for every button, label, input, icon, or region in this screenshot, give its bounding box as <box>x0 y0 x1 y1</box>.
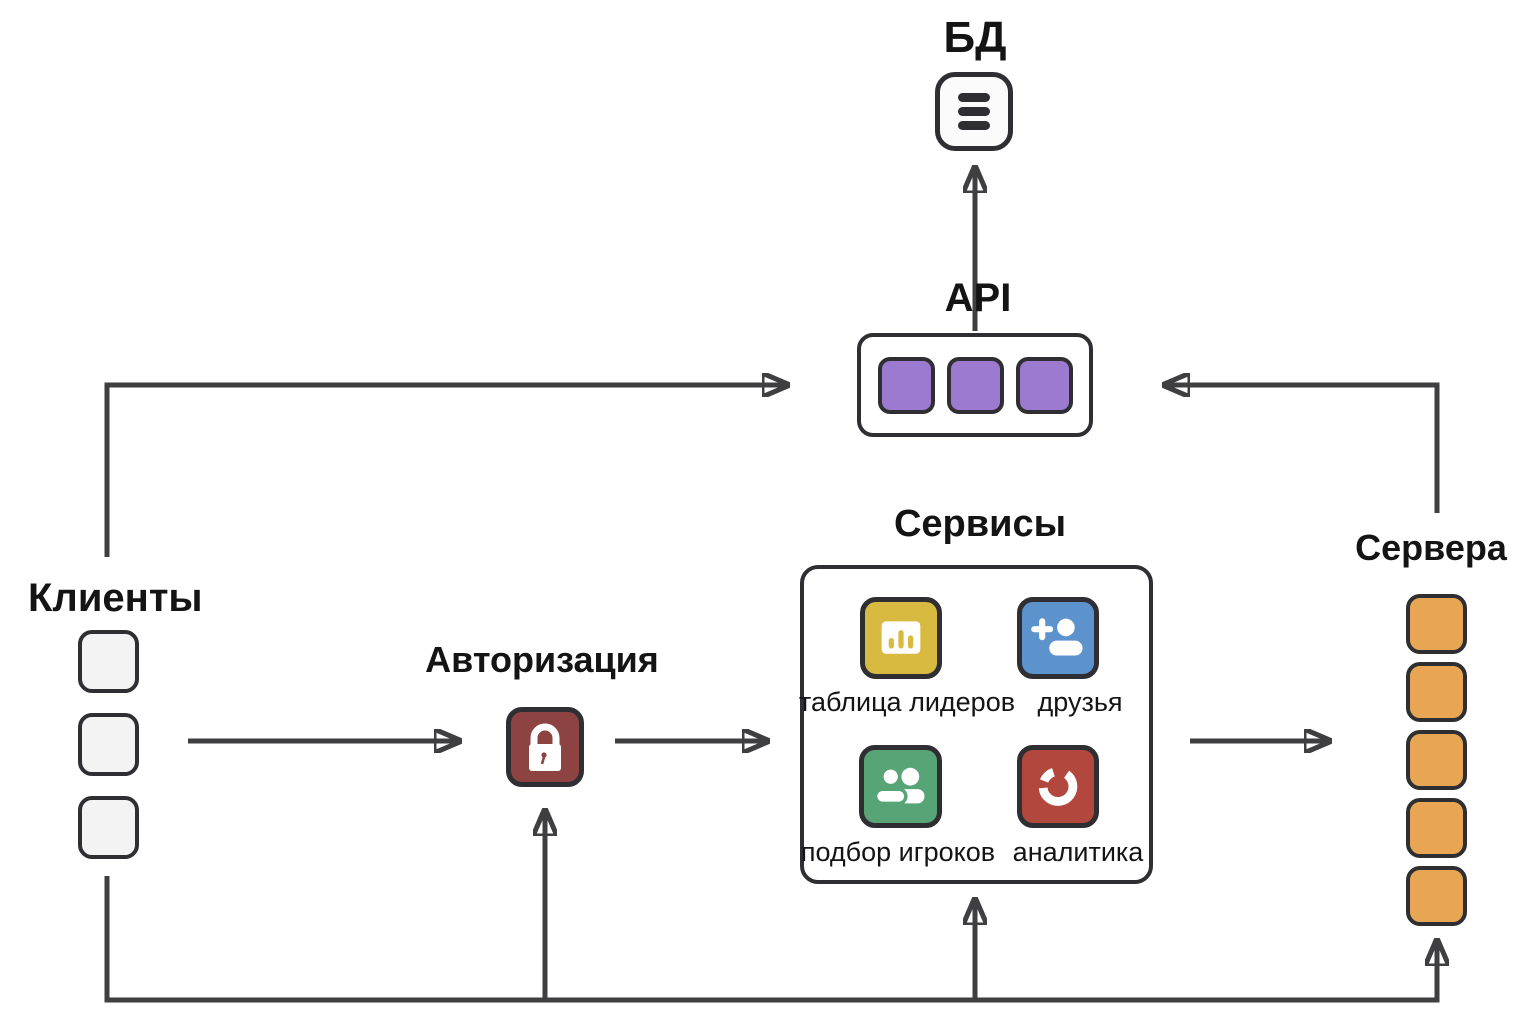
add-friend-icon <box>1031 618 1083 656</box>
service-caption-leaderboard: таблица лидеров <box>798 687 1016 717</box>
client-node <box>78 713 139 776</box>
leaderboard-service-tile <box>860 597 942 679</box>
arrow-bottom-trunk-to-servers <box>104 876 1437 1003</box>
api-box <box>857 333 1093 437</box>
arrow-clients-to-api <box>104 385 789 557</box>
analytics-service-tile <box>1017 745 1099 828</box>
servers-label: Сервера <box>1355 527 1507 568</box>
api-label: API <box>944 276 1012 320</box>
server-node <box>1406 798 1467 858</box>
bar-chart-icon <box>881 621 921 654</box>
service-caption-analytics: аналитика <box>1012 837 1144 867</box>
client-node <box>78 796 139 859</box>
database-label: БД <box>943 13 1007 62</box>
matchmaking-service-tile <box>859 745 942 828</box>
service-caption-friends: друзья <box>1037 687 1123 717</box>
api-module <box>946 356 1004 414</box>
auth-node <box>506 707 584 787</box>
api-module <box>1015 356 1073 414</box>
client-node <box>78 630 139 693</box>
lock-icon <box>529 723 561 771</box>
api-module <box>877 356 935 414</box>
people-icon <box>873 766 925 806</box>
donut-chart-icon <box>1038 767 1078 806</box>
database-icon <box>935 72 1013 151</box>
server-node <box>1406 662 1467 722</box>
auth-label: Авторизация <box>425 639 659 680</box>
server-node <box>1406 594 1467 654</box>
server-node <box>1406 730 1467 790</box>
friends-service-tile <box>1017 597 1099 679</box>
services-label: Сервисы <box>893 503 1067 545</box>
server-node <box>1406 866 1467 926</box>
arrow-servers-to-api <box>1163 385 1440 513</box>
clients-label: Клиенты <box>28 576 203 620</box>
service-caption-matchmaking: подбор игроков <box>800 837 996 867</box>
